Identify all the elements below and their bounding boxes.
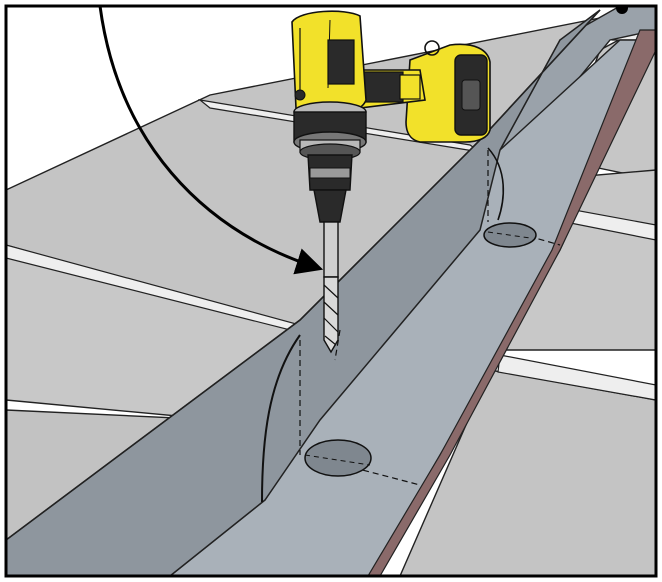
drill-hole-marking xyxy=(304,439,372,477)
figure-frame xyxy=(4,4,658,578)
drill-icon xyxy=(291,10,491,223)
drill-bit-icon xyxy=(323,221,339,354)
pointer-arrow-icon xyxy=(98,6,324,275)
callout-dot xyxy=(616,6,628,14)
seal-strip xyxy=(367,29,656,576)
